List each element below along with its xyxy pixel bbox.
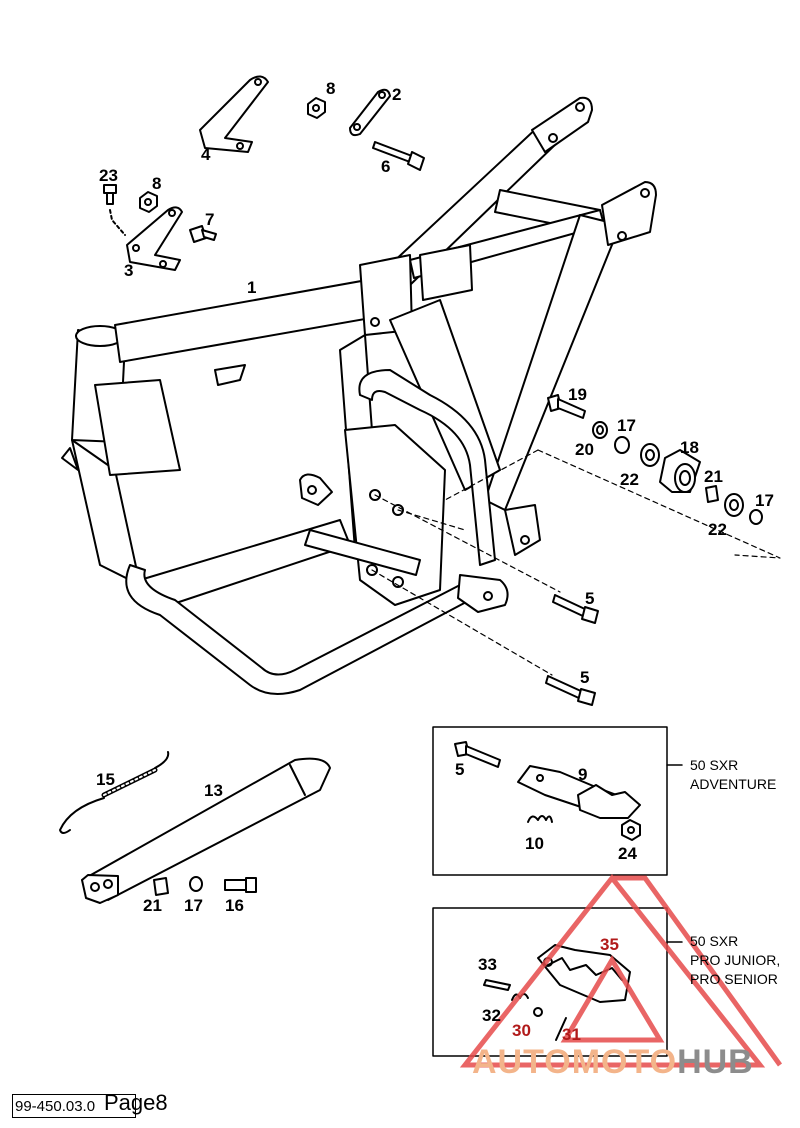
callout-13: 13	[204, 781, 223, 800]
callout-1: 1	[247, 278, 256, 297]
pro-name-2: PRO SENIOR	[690, 971, 778, 987]
page-number: Page8	[104, 1090, 168, 1115]
callout-24: 24	[618, 844, 637, 863]
bearing-22-a	[640, 443, 660, 467]
callout-9: 9	[578, 765, 587, 784]
bolt-19	[547, 394, 586, 419]
bracket-4	[199, 75, 269, 153]
callout-17b: 17	[755, 491, 774, 510]
callout-22b: 22	[708, 520, 727, 539]
bolt-7	[189, 225, 217, 243]
callout-21a: 21	[704, 467, 723, 486]
callout-30: 30	[512, 1021, 531, 1040]
callout-17a: 17	[617, 416, 636, 435]
plate-2	[349, 88, 391, 137]
washer-30	[533, 1007, 543, 1017]
adventure-name: ADVENTURE	[690, 776, 777, 792]
bolt-5-a	[552, 594, 599, 624]
side-stand-13	[81, 757, 331, 904]
callout-8a: 8	[326, 79, 335, 98]
frame-part	[61, 96, 657, 695]
ring-17-c	[189, 876, 203, 892]
callout-4: 4	[201, 145, 211, 164]
nut-24	[621, 819, 641, 841]
pro-model: 50 SXR	[690, 933, 739, 949]
callout-5b: 5	[580, 668, 589, 687]
bearing-22-b	[724, 493, 744, 517]
bolt-5-c	[454, 741, 501, 768]
watermark-logo	[459, 873, 783, 1068]
bolt-23	[103, 184, 126, 236]
callouts: 1 2 3 4 5 5 5 6 7 8 8 9 10 13 15 16 17 1…	[96, 79, 774, 1044]
footrest-35	[537, 944, 631, 1003]
ring-17-a	[614, 436, 630, 454]
callout-7: 7	[205, 210, 214, 229]
watermark-text-part1: AUTOMOTO	[472, 1043, 678, 1081]
callout-17c: 17	[184, 896, 203, 915]
pro-variant-label: 50 SXR PRO JUNIOR, PRO SENIOR	[690, 932, 780, 989]
nut-8-top	[307, 97, 326, 119]
spring-10	[527, 815, 553, 823]
document-code: 99-450.03.0	[12, 1094, 136, 1118]
callout-6: 6	[381, 157, 390, 176]
callout-33: 33	[478, 955, 497, 974]
pro-variant-box	[432, 907, 668, 1057]
callout-21b: 21	[143, 896, 162, 915]
callout-2: 2	[392, 85, 401, 104]
ring-17-b	[749, 509, 763, 525]
callout-5c: 5	[455, 760, 464, 779]
nut-8-left	[139, 191, 158, 213]
callout-18: 18	[680, 438, 699, 457]
callout-32: 32	[482, 1006, 501, 1025]
adventure-variant-label: 50 SXR ADVENTURE	[690, 756, 776, 794]
spring-15	[59, 751, 170, 834]
callout-10: 10	[525, 834, 544, 853]
assembly-dash-lines	[371, 449, 781, 676]
callout-8b: 8	[152, 174, 161, 193]
bracket-3	[126, 206, 183, 271]
callout-3: 3	[124, 261, 133, 280]
bolt-5-b	[545, 675, 596, 706]
callout-15: 15	[96, 770, 115, 789]
callout-20: 20	[575, 440, 594, 459]
sleeve-21-a	[705, 485, 719, 503]
footrest-9	[517, 765, 641, 819]
washer-20	[592, 421, 608, 439]
callout-23: 23	[99, 166, 118, 185]
watermark-text-part2: HUB	[677, 1043, 754, 1081]
callout-19: 19	[568, 385, 587, 404]
bolt-16	[224, 877, 257, 893]
pin-33	[483, 979, 511, 991]
adventure-model: 50 SXR	[690, 757, 739, 773]
bolt-6	[372, 141, 425, 171]
roller-18	[659, 449, 701, 493]
watermark-text: AUTOMOTOHUB	[472, 1043, 754, 1082]
adventure-variant-box	[432, 726, 668, 876]
sleeve-21-b	[153, 877, 169, 896]
cotter-31	[555, 1017, 567, 1041]
callout-16: 16	[225, 896, 244, 915]
pro-name-1: PRO JUNIOR,	[690, 952, 781, 968]
callout-22a: 22	[620, 470, 639, 489]
callout-31: 31	[562, 1025, 581, 1044]
callout-5a: 5	[585, 589, 594, 608]
callout-35: 35	[600, 935, 619, 954]
